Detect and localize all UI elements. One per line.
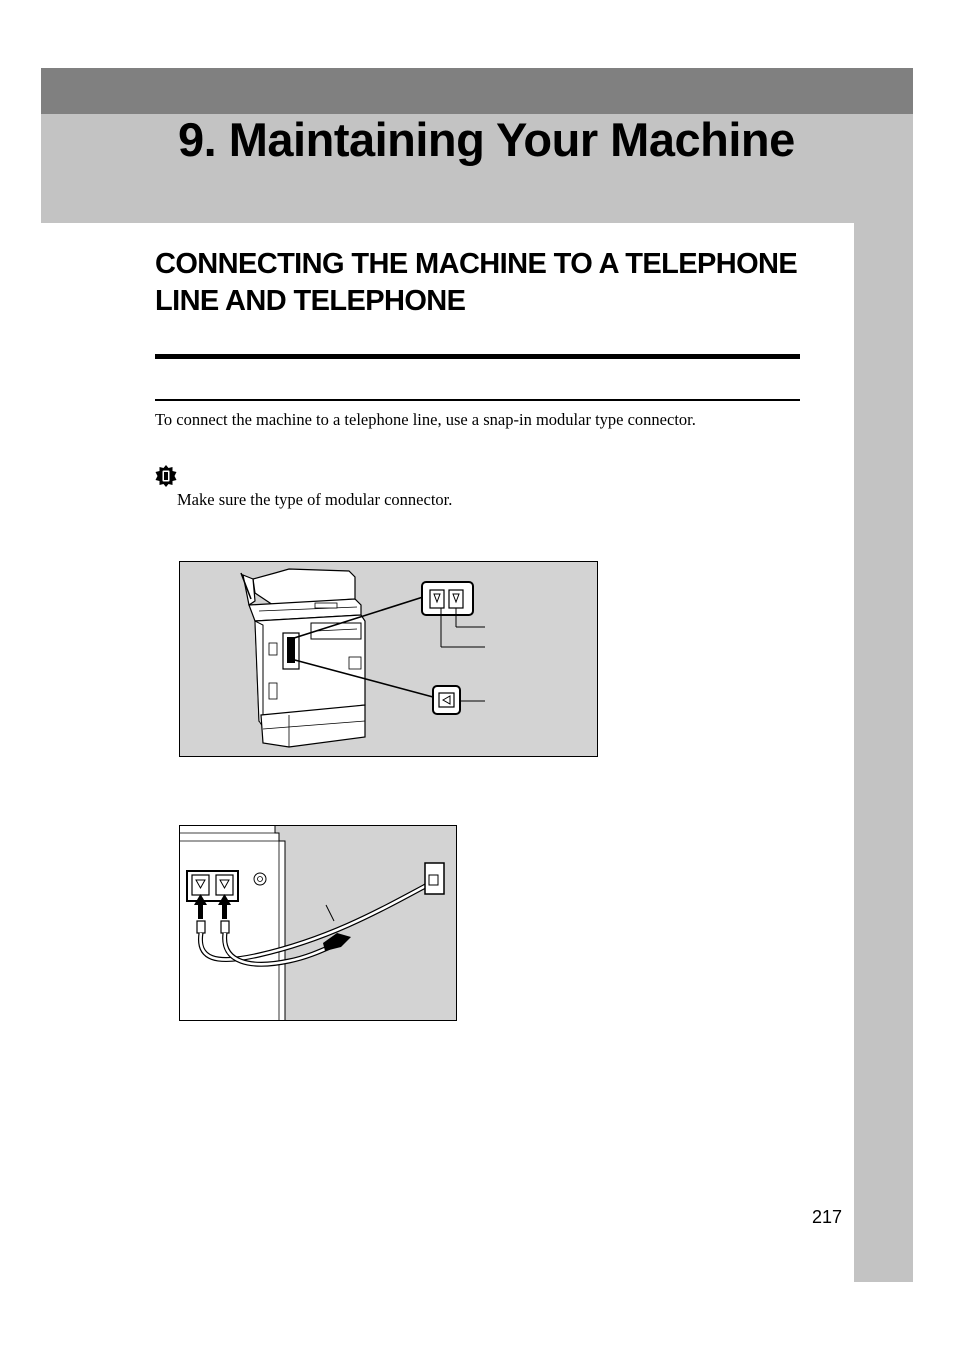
body-paragraph: To connect the machine to a telephone li… [155,410,696,429]
note-text: Make sure the type of modular connector. [177,490,453,509]
section-rule-thin [155,399,800,401]
telephone-cable-connection-illustration [179,825,457,1021]
chapter-title: 9. Maintaining Your Machine [178,113,795,166]
machine-rear-connectors-illustration [179,561,598,757]
page-number: 217 [812,1207,843,1227]
chapter-header-band-dark [41,68,913,114]
chapter-side-tab [854,223,913,1282]
section-rule-thick [155,354,800,359]
chapter-header-band-light [41,114,913,223]
important-icon [155,465,177,487]
section-title: CONNECTING THE MACHINE TO A TELEPHONE LI… [155,248,798,317]
